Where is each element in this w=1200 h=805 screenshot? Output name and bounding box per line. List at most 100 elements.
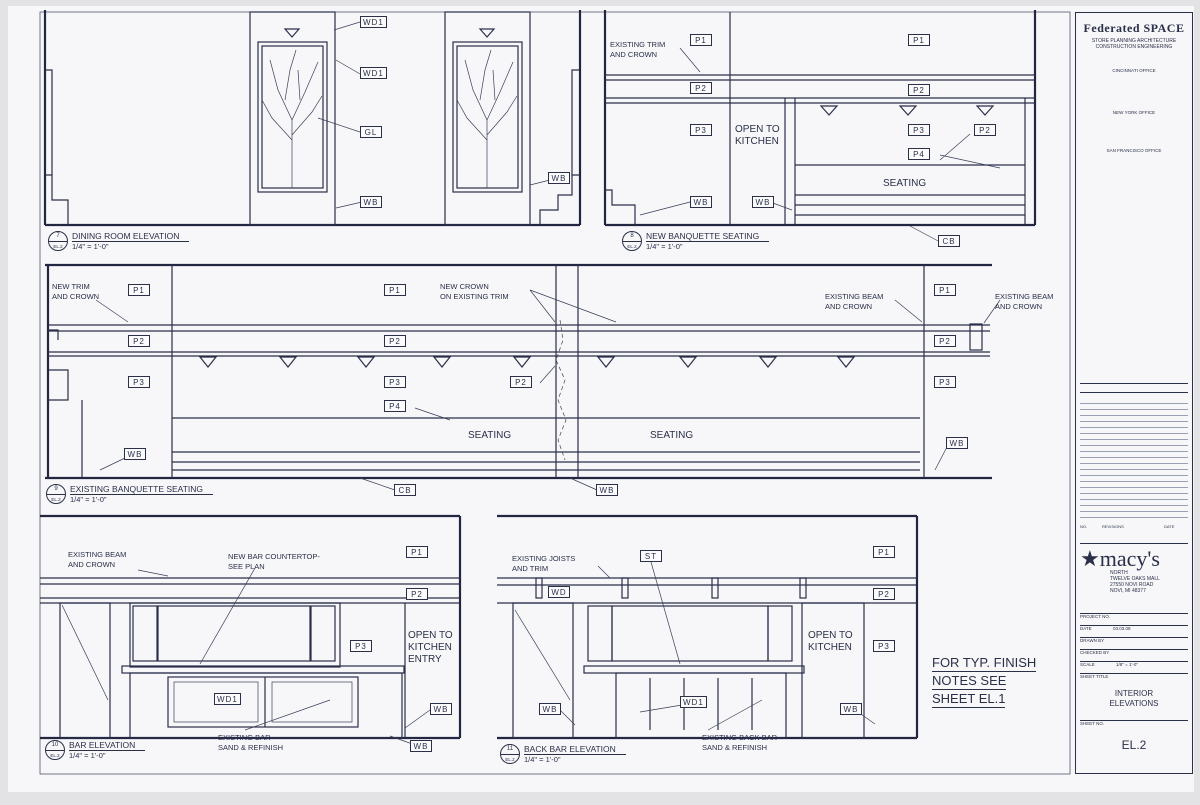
tag-wd1: WD1 xyxy=(680,696,707,708)
note-new-trim-crown: NEW TRIM AND CROWN xyxy=(52,282,100,301)
tag-wb: WB xyxy=(548,172,570,184)
office-cincinnati: CINCINNATI OFFICE xyxy=(1112,68,1156,73)
note-seating: SEATING xyxy=(650,430,694,441)
note-existing-joists-trim: EXISTING JOISTS AND TRIM xyxy=(512,554,576,573)
revision-table: NO. REVISIONS DATE xyxy=(1080,383,1188,534)
tag-p4: P4 xyxy=(384,400,406,412)
drawing-scale: 1/4" = 1'-0" xyxy=(70,495,107,504)
tag-p1: P1 xyxy=(690,34,712,46)
note-existing-back-bar-sand: EXISTING BACK BAR- SAND & REFINISH xyxy=(702,733,780,752)
tag-p3: P3 xyxy=(873,640,895,652)
tag-wb: WB xyxy=(752,196,774,208)
tag-p3: P3 xyxy=(350,640,372,652)
tag-wb: WB xyxy=(946,437,968,449)
firm-tagline-2: CONSTRUCTION ENGINEERING xyxy=(1095,44,1173,50)
drawing-title-text: DINING ROOM ELEVATION xyxy=(72,231,190,242)
tag-p2: P2 xyxy=(934,335,956,347)
drawing-scale: 1/4" = 1'-0" xyxy=(646,242,683,251)
tag-p3: P3 xyxy=(128,376,150,388)
tag-wd1: WD1 xyxy=(214,693,241,705)
note-existing-beam-crown: EXISTING BEAM AND CROWN xyxy=(825,292,884,311)
note-seating: SEATING xyxy=(883,178,927,189)
firm-tagline: STORE PLANNING ARCHITECTURE xyxy=(1091,38,1177,44)
tag-wb: WB xyxy=(840,703,862,715)
tag-p2: P2 xyxy=(128,335,150,347)
tag-cb: CB xyxy=(938,235,960,247)
note-new-crown-existing-trim: NEW CROWN ON EXISTING TRIM xyxy=(440,282,509,301)
tag-p3: P3 xyxy=(384,376,406,388)
note-existing-beam-crown: EXISTING BEAM AND CROWN xyxy=(995,292,1054,311)
store-address: TWELVE OAKS MALL 27550 NOVI ROAD NOVI, M… xyxy=(1110,576,1160,594)
note-existing-bar-sand: EXISTING BAR- SAND & REFINISH xyxy=(218,733,284,752)
note-seating: SEATING xyxy=(468,430,512,441)
office-san-francisco: SAN FRANCISCO OFFICE xyxy=(1106,148,1162,153)
tag-p1: P1 xyxy=(934,284,956,296)
new-banquette-elevation xyxy=(603,10,1037,227)
tag-p3: P3 xyxy=(908,124,930,136)
tag-wb: WB xyxy=(360,196,382,208)
tag-p2: P2 xyxy=(873,588,895,600)
office-list: CINCINNATI OFFICE NEW YORK OFFICE SAN FR… xyxy=(1076,68,1192,154)
drawing-title-text: EXISTING BANQUETTE SEATING xyxy=(70,484,214,495)
tag-gl: GL xyxy=(360,126,382,138)
firm-name: Federated SPACE xyxy=(1083,21,1185,35)
tag-wd1: WD1 xyxy=(360,16,387,28)
client-block: ★macy's NORTH TWELVE OAKS MALL 27550 NOV… xyxy=(1080,543,1188,594)
drawing-scale: 1/4" = 1'-0" xyxy=(69,751,106,760)
tag-wb: WB xyxy=(410,740,432,752)
tag-p1: P1 xyxy=(908,34,930,46)
tag-wb: WB xyxy=(430,703,452,715)
tag-wd: WD xyxy=(548,586,570,598)
tag-st: ST xyxy=(640,550,662,562)
tag-p2: P2 xyxy=(690,82,712,94)
note-open-to-kitchen-entry: OPEN TO KITCHEN ENTRY xyxy=(408,630,453,665)
sheet-title: INTERIOR ELEVATIONS xyxy=(1109,689,1159,708)
general-finish-note: FOR TYP. FINISH NOTES SEE SHEET EL.1 xyxy=(932,655,1037,708)
tag-p3: P3 xyxy=(934,376,956,388)
back-bar-elevation xyxy=(497,514,919,740)
tag-wb: WB xyxy=(596,484,618,496)
rev-date-header: DATE xyxy=(1164,524,1175,529)
tag-p1: P1 xyxy=(406,546,428,558)
client-sub: NORTH xyxy=(1110,570,1128,576)
office-new-york: NEW YORK OFFICE xyxy=(1112,110,1156,115)
firm-logo: Federated SPACE STORE PLANNING ARCHITECT… xyxy=(1076,13,1192,50)
tag-p4: P4 xyxy=(908,148,930,160)
tag-wd1: WD1 xyxy=(360,67,387,79)
rev-revisions-header: REVISIONS xyxy=(1102,524,1124,529)
tag-p2: P2 xyxy=(974,124,996,136)
sheet-border xyxy=(39,11,1071,775)
tag-p2: P2 xyxy=(406,588,428,600)
drawing-scale: 1/4" = 1'-0" xyxy=(72,242,109,251)
tag-cb: CB xyxy=(394,484,416,496)
drawing-title-text: BAR ELEVATION xyxy=(69,740,146,751)
tag-p1: P1 xyxy=(384,284,406,296)
client-logo: ★macy's xyxy=(1080,546,1160,571)
bar-elevation xyxy=(40,514,462,740)
existing-banquette-elevation xyxy=(45,263,992,480)
tag-p1: P1 xyxy=(128,284,150,296)
drawing-title-text: BACK BAR ELEVATION xyxy=(524,744,626,755)
sheet-number: EL.2 xyxy=(1121,738,1147,752)
tag-wb: WB xyxy=(690,196,712,208)
rev-no-header: NO. xyxy=(1080,524,1088,529)
tag-p2: P2 xyxy=(908,84,930,96)
note-existing-trim-crown: EXISTING TRIM AND CROWN xyxy=(610,40,666,59)
downlight-markers xyxy=(198,356,856,368)
drawing-title-text: NEW BANQUETTE SEATING xyxy=(646,231,770,242)
tag-p2: P2 xyxy=(510,376,532,388)
tag-wb: WB xyxy=(539,703,561,715)
